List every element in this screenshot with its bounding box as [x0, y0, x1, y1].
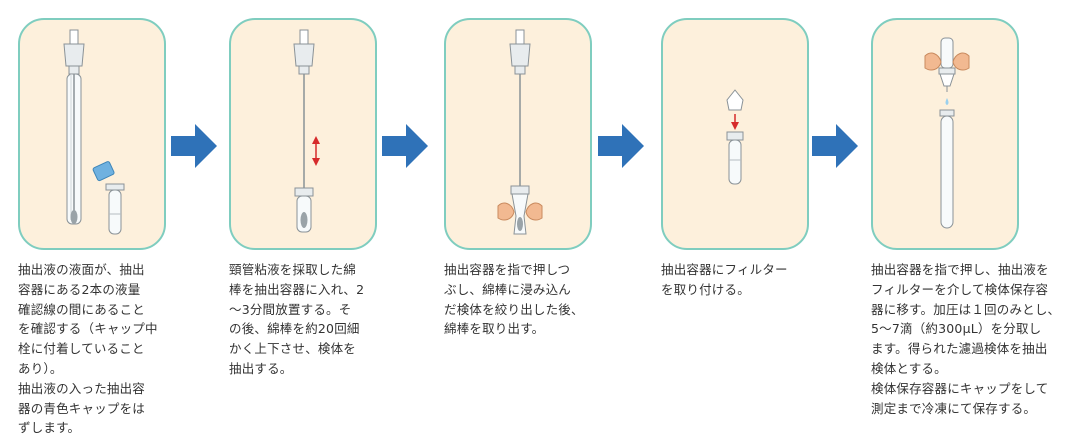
step-2-caption: 頸管粘液を採取した綿 棒を抽出容器に入れ、2 〜3分間放置する。そ の後、綿棒を…	[229, 262, 365, 376]
step-5-illustration	[924, 37, 970, 229]
step-4-illustration	[726, 89, 744, 185]
step-2-panel	[229, 18, 377, 250]
step-3-panel	[444, 18, 592, 250]
flow-arrow-4	[812, 124, 858, 168]
step-2-illustration	[293, 29, 320, 233]
step-5-panel	[871, 18, 1019, 250]
flow-arrow-3	[598, 124, 644, 168]
step-1-caption: 抽出液の液面が、抽出 容器にある2本の液量 確認線の間にあること を確認する（キ…	[18, 262, 158, 436]
step-4-panel	[661, 18, 809, 250]
flow-arrow-2	[382, 124, 428, 168]
flow-arrow-1	[171, 124, 217, 168]
step-1-illustration	[63, 29, 125, 235]
step-3-caption: 抽出容器を指で押しつ ぶし、綿棒に浸み込ん だ検体を絞り出した後、 綿棒を取り出…	[444, 262, 584, 337]
step-1-panel	[18, 18, 166, 250]
step-3-illustration	[497, 29, 543, 235]
step-5-caption: 抽出容器を指で押し、抽出液を フィルターを介して検体保存容 器に移す。加圧は１回…	[871, 262, 1061, 416]
step-4-caption: 抽出容器にフィルター を取り付ける。	[661, 262, 788, 297]
